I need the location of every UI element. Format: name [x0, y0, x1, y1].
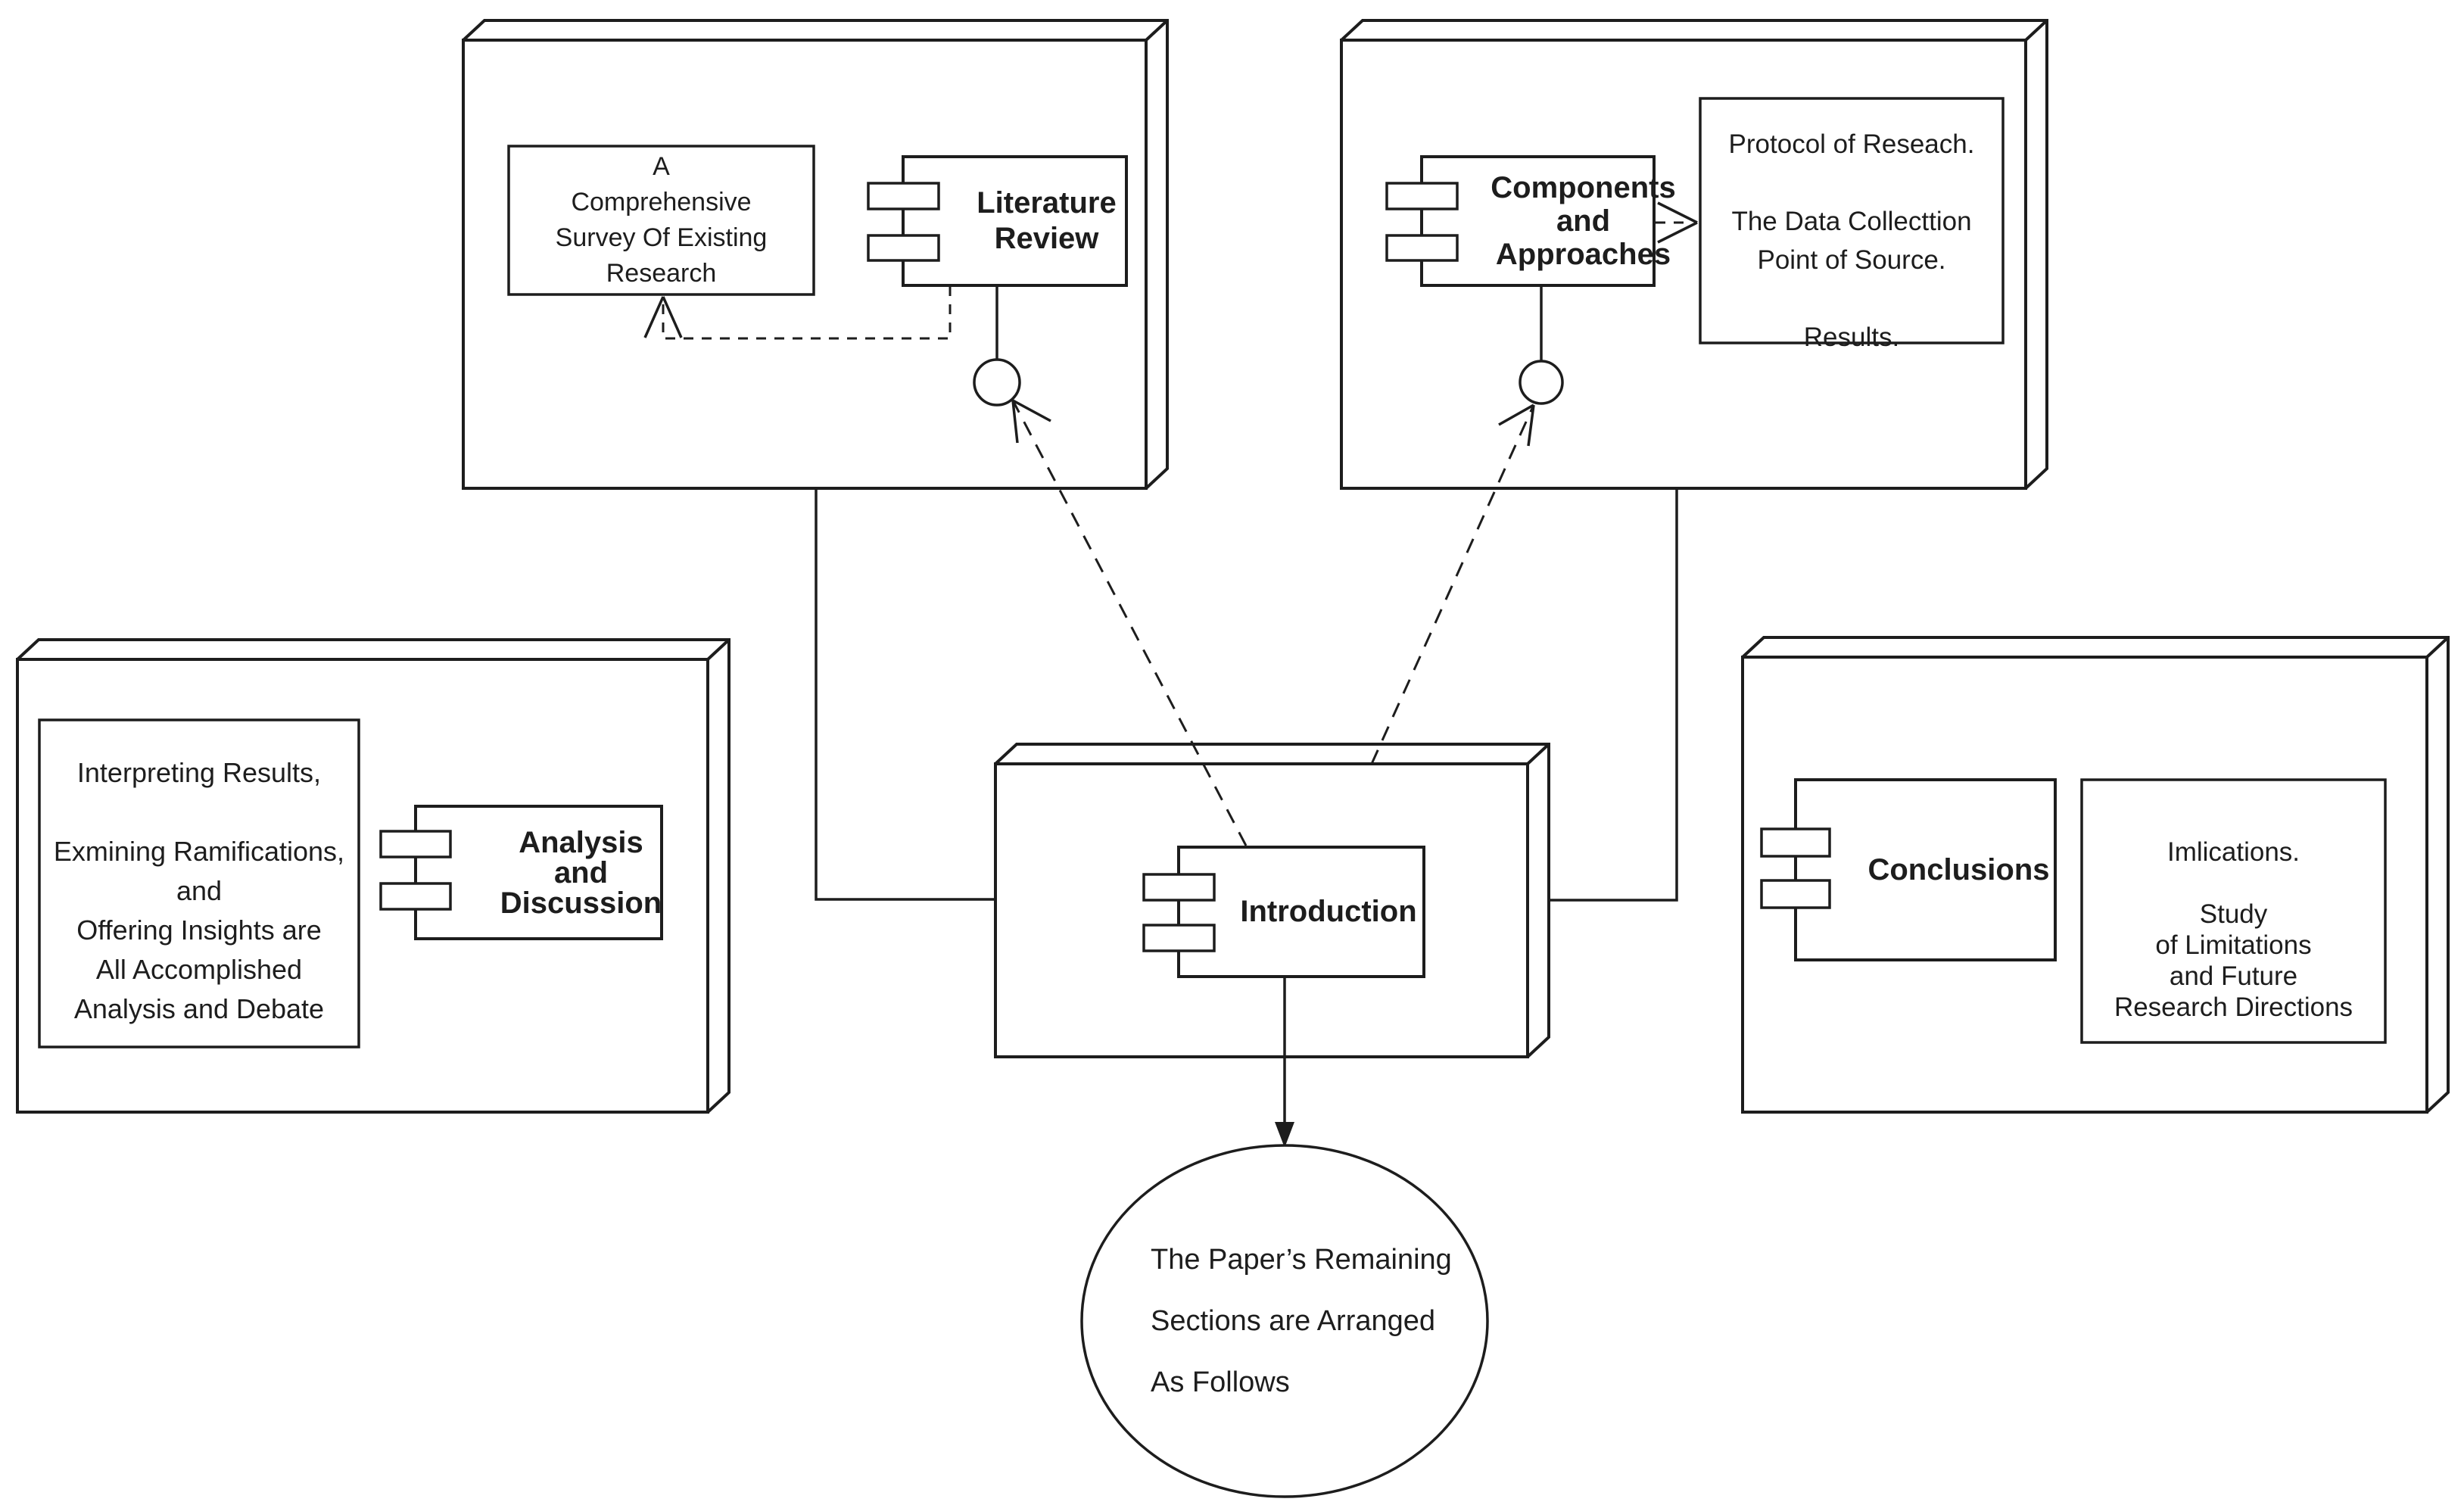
component-conclusions-label: Conclusions — [1867, 852, 2050, 886]
component-port — [1760, 879, 1831, 909]
component-literature-review — [867, 155, 1128, 287]
note-protocol-text-block: Protocol of Reseach. The Data Collecttio… — [1700, 98, 2003, 363]
component-literature-review-label: Literature Review — [977, 186, 1117, 255]
interface-components-approaches — [1519, 285, 1564, 405]
note-survey-text: A Comprehensive Survey Of Existing Resea… — [555, 152, 768, 288]
component-port — [1760, 827, 1831, 858]
component-port — [379, 882, 452, 911]
dependency-introduction-to-literature-interface — [1011, 399, 1248, 846]
component-port — [379, 830, 452, 858]
terminator-ellipse — [1080, 1144, 1489, 1498]
terminator-text: The Paper’s Remaining Sections are Arran… — [1151, 1243, 1452, 1398]
component-components-approaches-label-block: Components and Approaches — [1422, 157, 1699, 285]
dependency-approaches-to-note — [1656, 201, 1698, 244]
component-introduction-label: Introduction — [1240, 895, 1417, 928]
component-port — [867, 234, 940, 262]
note-interpreting-text-block: Interpreting Results, Exmining Ramificat… — [39, 720, 359, 1055]
component-port — [1142, 924, 1216, 952]
note-protocol-text: Protocol of Reseach. The Data Collecttio… — [1728, 129, 1975, 352]
interface-literature-review — [973, 285, 1021, 407]
note-interpreting — [38, 718, 360, 1049]
dependency-introduction-to-approaches-interface — [1370, 404, 1535, 765]
flow-arrow-introduction-to-terminator — [1275, 977, 1294, 1148]
connector-literature-to-introduction — [815, 488, 995, 901]
component-analysis-discussion-label-block: Analysis and Discussion — [416, 806, 704, 939]
component-conclusions-label-block: Conclusions — [1796, 780, 2089, 960]
component-conclusions — [1760, 778, 2057, 961]
note-protocol — [1699, 97, 2005, 344]
connector-approaches-to-introduction — [1549, 488, 1678, 902]
component-introduction — [1142, 846, 1425, 978]
component-port — [1142, 873, 1216, 902]
component-components-approaches — [1385, 155, 1656, 287]
component-port — [1385, 182, 1459, 210]
terminator-text-block: The Paper’s Remaining Sections are Arran… — [1151, 1223, 1476, 1419]
component-literature-review-label-block: Literature Review — [903, 157, 1158, 285]
note-implications-text-block: Imlications. Study of Limitations and Fu… — [2082, 780, 2385, 1061]
component-analysis-discussion — [379, 805, 663, 940]
component-components-approaches-label: Components and Approaches — [1491, 171, 1676, 271]
note-survey — [507, 145, 815, 296]
note-implications-text: Imlications. Study of Limitations and Fu… — [2114, 837, 2353, 1022]
component-port — [1385, 234, 1459, 262]
note-implications — [2080, 778, 2387, 1044]
component-analysis-discussion-label: Analysis and Discussion — [500, 825, 662, 920]
component-port — [867, 182, 940, 210]
note-interpreting-text: Interpreting Results, Exmining Ramificat… — [53, 757, 345, 1024]
note-survey-text-block: A Comprehensive Survey Of Existing Resea… — [509, 146, 814, 294]
component-introduction-label-block: Introduction — [1179, 847, 1451, 977]
dependency-literature-to-note — [643, 286, 952, 340]
